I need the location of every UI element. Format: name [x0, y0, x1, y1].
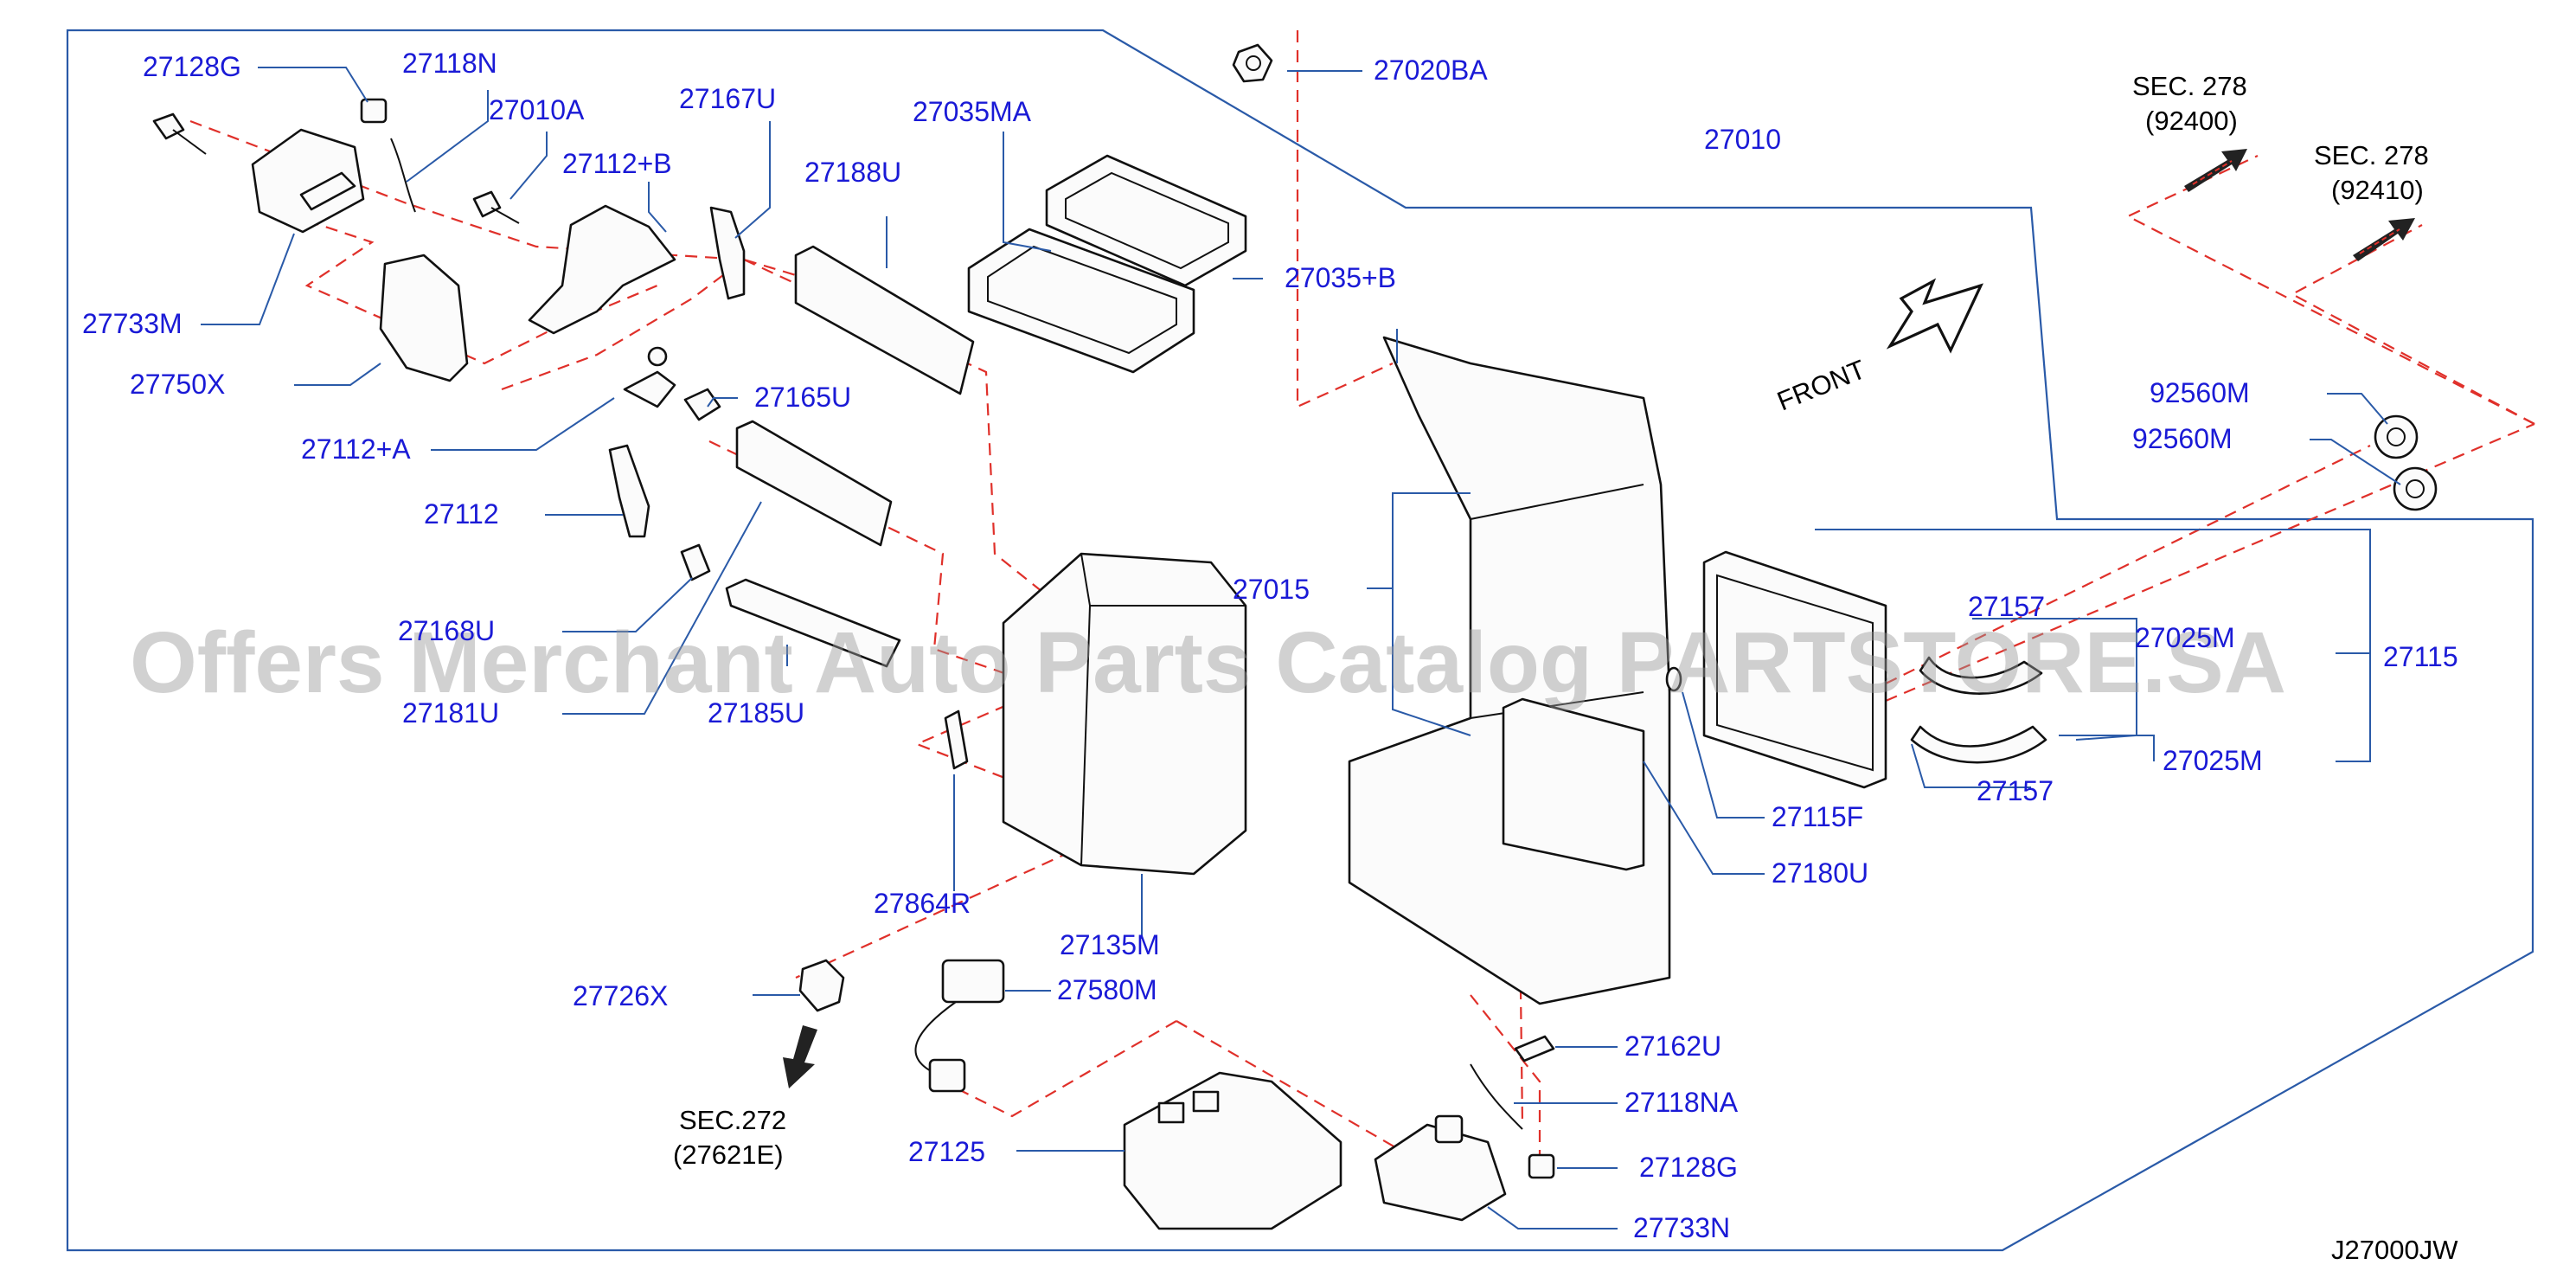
bracket-27750x-part — [379, 254, 469, 382]
assembly-frame — [66, 29, 2534, 1252]
label-27035ma[interactable]: 27035MA — [913, 96, 1032, 127]
sec-278-b-line1[interactable]: SEC. 278 — [2314, 140, 2429, 170]
harness-27580m-part — [914, 959, 1005, 1093]
front-label: FRONT — [1773, 354, 1870, 416]
label-27035b[interactable]: 27035+B — [1285, 262, 1396, 293]
link-27112-part — [608, 444, 650, 538]
actuator-27733n-part — [1374, 1114, 1507, 1222]
assembly-guide-lines — [189, 30, 2535, 1159]
sec-278-arrow-b — [2353, 218, 2415, 261]
label-27015[interactable]: 27015 — [1233, 574, 1310, 605]
sec-278-a-line1[interactable]: SEC. 278 — [2132, 71, 2247, 101]
sec-278-arrow-a — [2184, 149, 2247, 192]
seal-27035ma-part — [1045, 154, 1247, 287]
filter-27185u-part — [725, 578, 901, 668]
door-27165u-part — [683, 388, 721, 421]
label-27180u[interactable]: 27180U — [1772, 857, 1868, 889]
label-27157-top[interactable]: 27157 — [1968, 591, 2045, 622]
label-27112a[interactable]: 27112+A — [301, 433, 411, 465]
label-27020ba[interactable]: 27020BA — [1374, 55, 1488, 86]
rod-27118n-part — [390, 138, 416, 213]
label-27010[interactable]: 27010 — [1704, 124, 1781, 155]
label-27580m[interactable]: 27580M — [1057, 974, 1157, 1005]
label-27167u[interactable]: 27167U — [679, 83, 776, 114]
seal-27035b-part — [967, 228, 1195, 374]
label-92560m-a[interactable]: 92560M — [2150, 377, 2250, 408]
nut-27020ba-part — [1232, 43, 1273, 83]
sec-272-line2[interactable]: (27621E) — [673, 1140, 784, 1170]
lever-27112a-part — [623, 346, 676, 408]
heater-case-27135m-part — [1002, 552, 1247, 876]
label-27162u[interactable]: 27162U — [1624, 1030, 1721, 1062]
sec-272-line1[interactable]: SEC.272 — [679, 1105, 786, 1135]
link-27167u-part — [709, 206, 746, 300]
label-27025m-bot[interactable]: 27025M — [2163, 745, 2263, 776]
label-27010a[interactable]: 27010A — [489, 94, 585, 125]
o-ring-27115f-part — [1665, 666, 1682, 692]
sensor-27726x-part — [798, 959, 845, 1012]
pipe-27157-upper-part — [1919, 656, 2043, 695]
label-27112[interactable]: 27112 — [424, 498, 499, 530]
bracket-27864r-part — [944, 709, 969, 770]
heater-core-27180u-part — [1502, 697, 1645, 871]
label-27125[interactable]: 27125 — [908, 1136, 985, 1167]
lever-27112b-part — [528, 204, 676, 335]
label-27750x[interactable]: 27750X — [130, 369, 225, 400]
label-27168u[interactable]: 27168U — [398, 615, 495, 646]
front-arrow-icon — [1886, 278, 1983, 354]
clip-27128g-bottom-part — [1528, 1153, 1555, 1179]
door-27181u-part — [735, 420, 893, 547]
sec-278-a-line2[interactable]: (92400) — [2145, 106, 2238, 136]
label-27181u[interactable]: 27181U — [402, 697, 499, 729]
label-27188u[interactable]: 27188U — [804, 157, 901, 188]
pipe-27157-lower-part — [1910, 725, 2047, 764]
label-27185u[interactable]: 27185U — [708, 697, 804, 729]
sec-278-b-line2[interactable]: (92410) — [2331, 175, 2424, 205]
leader-lines — [201, 67, 2401, 1229]
duct-27125-part — [1123, 1071, 1342, 1230]
sec-272-arrow — [783, 1025, 817, 1088]
label-27733m[interactable]: 27733M — [82, 308, 183, 339]
label-27115f[interactable]: 27115F — [1772, 801, 1863, 832]
evaporator-27115-part — [1702, 550, 1887, 789]
actuator-27733m-part — [251, 128, 365, 234]
label-27165u[interactable]: 27165U — [754, 382, 851, 413]
grommet-92560m-upper-part — [2374, 414, 2419, 459]
label-27733n[interactable]: 27733N — [1633, 1212, 1730, 1243]
part-labels: 27128G 27118N 27010A 27167U 27035MA 2702… — [82, 48, 2458, 1243]
screw-27010a-part — [472, 190, 520, 224]
label-27118na[interactable]: 27118NA — [1624, 1087, 1739, 1118]
label-27112b[interactable]: 27112+B — [562, 148, 672, 179]
diagram-id: J27000JW — [2331, 1235, 2458, 1265]
bolt-part — [152, 112, 207, 155]
watermark-text: Offers Merchant Auto Parts Catalog PARTS… — [130, 614, 2286, 711]
label-27157-bot[interactable]: 27157 — [1977, 775, 2054, 806]
label-27135m[interactable]: 27135M — [1060, 929, 1160, 960]
rod-27118na-part — [1470, 1063, 1523, 1130]
clip-27128g-part — [360, 98, 388, 124]
label-27025m-top[interactable]: 27025M — [2135, 622, 2235, 653]
clip-27162u-part — [1514, 1035, 1555, 1063]
grommet-92560m-lower-part — [2393, 466, 2438, 511]
door-27188u-part — [794, 245, 975, 395]
plate-27168u-part — [680, 543, 711, 581]
label-27118n[interactable]: 27118N — [402, 48, 497, 79]
label-27128g-bottom[interactable]: 27128G — [1639, 1152, 1738, 1183]
label-27864r[interactable]: 27864R — [874, 888, 971, 919]
label-27726x[interactable]: 27726X — [573, 980, 668, 1011]
label-27128g-top[interactable]: 27128G — [143, 51, 241, 82]
label-92560m-b[interactable]: 92560M — [2132, 423, 2233, 454]
label-27115[interactable]: 27115 — [2383, 641, 2458, 672]
